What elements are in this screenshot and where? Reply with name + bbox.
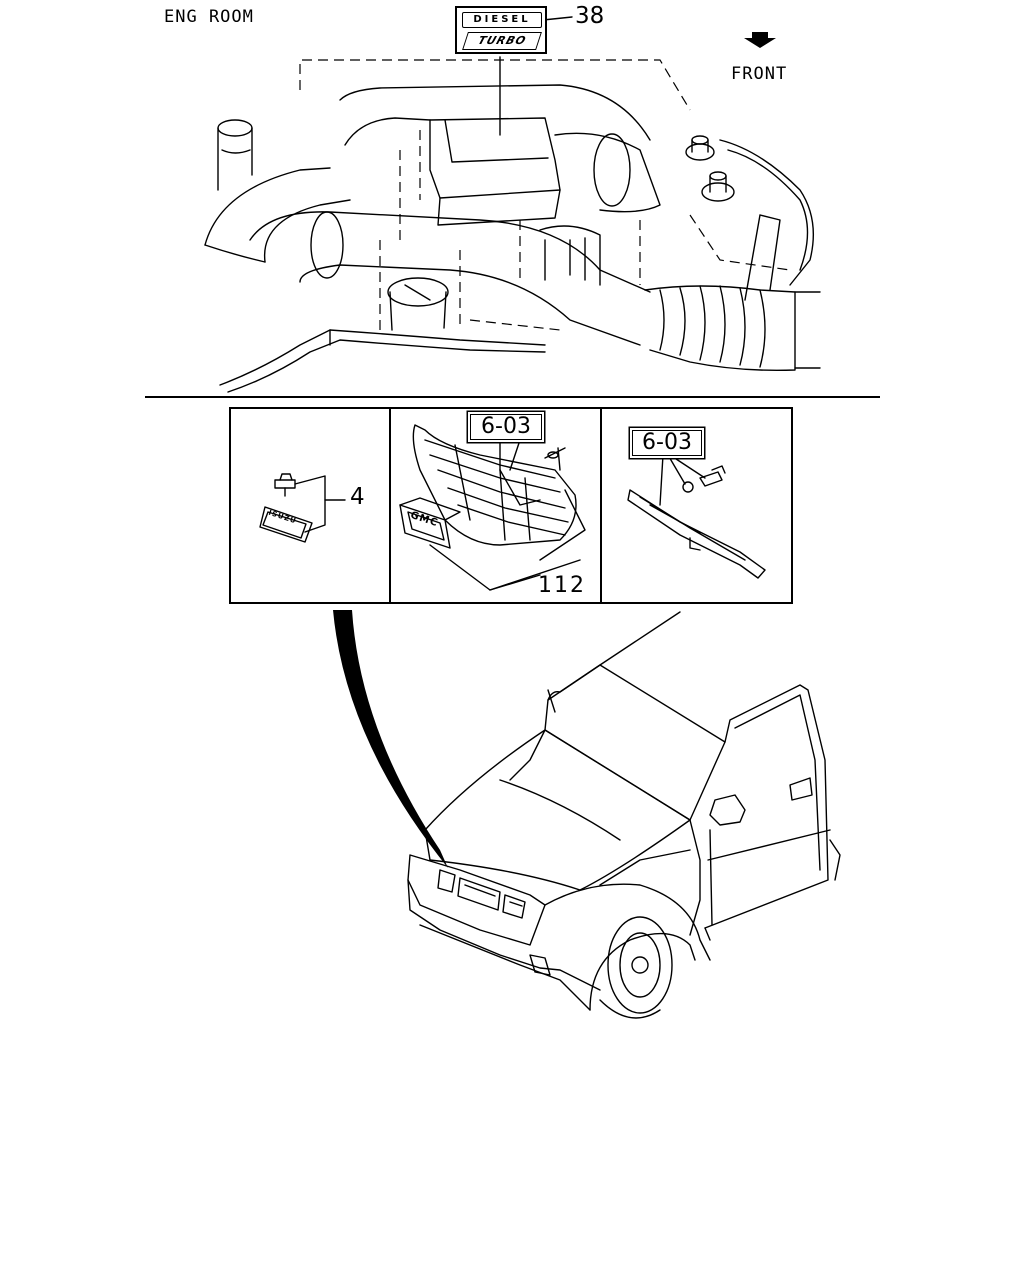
leader-6-03-grille [499, 439, 521, 471]
isuzu-emblem-part [259, 473, 346, 543]
vehicle-illustration [407, 611, 841, 1019]
ref-box-bracket[interactable]: 6-03 [632, 430, 702, 456]
ref-grille-text: 6-03 [481, 414, 531, 439]
sensor-bolts [685, 135, 735, 202]
ref-bracket-text: 6-03 [642, 430, 692, 455]
turbo-emblem-text: TURBO [462, 32, 542, 50]
diesel-turbo-emblem: DIESEL TURBO [455, 6, 547, 54]
location-pointer [333, 610, 448, 868]
callout-38: 38 [575, 3, 605, 29]
front-label: FRONT [731, 64, 788, 84]
engine-room-illustration [204, 59, 821, 393]
leader-38-tail [542, 16, 573, 21]
section-label: ENG ROOM [164, 7, 254, 27]
callout-112: 112 [538, 573, 586, 598]
bracket-part [627, 454, 766, 579]
ref-box-grille[interactable]: 6-03 [470, 414, 542, 440]
callout-4: 4 [350, 484, 365, 510]
front-arrow-icon [744, 32, 776, 48]
diesel-emblem-text: DIESEL [462, 12, 542, 28]
bellows-hose [644, 285, 821, 372]
